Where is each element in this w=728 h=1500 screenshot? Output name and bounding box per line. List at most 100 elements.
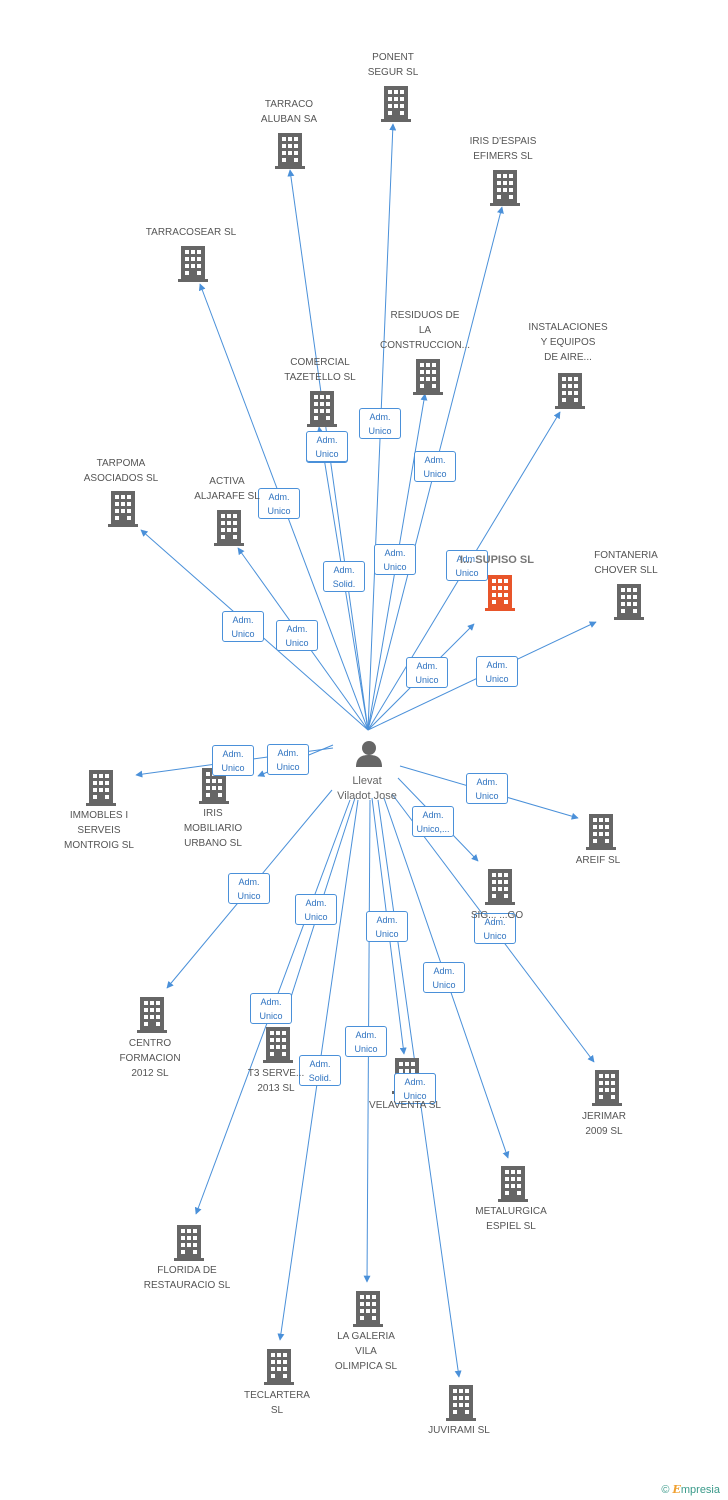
company-label-activa[interactable]: ACTIVA ALJARAFE SL [162, 474, 292, 504]
edge-label-metalurgica[interactable]: Adm.Unico [423, 962, 465, 993]
company-name-line: IRIS [203, 808, 223, 819]
company-name-line: 2013 SL [257, 1083, 295, 1094]
company-label-sigo[interactable]: SIG... ...GO [432, 908, 562, 923]
building-icon-metalurgica[interactable] [498, 1166, 528, 1202]
building-icon-tarracosear[interactable] [178, 246, 208, 282]
edge-label-sigo[interactable]: Adm.Unico,... [412, 806, 454, 837]
company-name-line: ALJARAFE SL [194, 491, 260, 502]
edge-label-text: Adm. [286, 624, 308, 634]
edge-label-immobles[interactable]: Adm.Unico [212, 745, 254, 776]
building-icon-lagaleria[interactable] [353, 1291, 383, 1327]
edge-label-centro[interactable]: Adm.Unico [228, 873, 270, 904]
company-label-fontaneria[interactable]: FONTANERIA CHOVER SLL [561, 548, 691, 578]
building-icon-immobles[interactable] [86, 770, 116, 806]
edge-label-text: Adm. [305, 898, 327, 908]
company-name-line: FONTANERIA [594, 550, 658, 561]
building-icon-supiso[interactable] [485, 575, 515, 611]
edge-label-activa[interactable]: Adm.Unico [276, 620, 318, 651]
edge-label-text: Adm. [404, 1077, 426, 1087]
company-label-tarracosear[interactable]: TARRACOSEAR SL [126, 225, 256, 240]
building-icon-tarraco-aluban[interactable] [275, 133, 305, 169]
center-person-name-line-1: Llevat [352, 775, 382, 787]
building-icon-florida[interactable] [174, 1225, 204, 1261]
building-icon-tarpoma[interactable] [108, 491, 138, 527]
building-icon-jerimar[interactable] [592, 1070, 622, 1106]
edge-label-text: Unico [231, 629, 255, 639]
building-icon-areif[interactable] [586, 814, 616, 850]
building-icon-teclartera[interactable] [264, 1349, 294, 1385]
edge-label-t3[interactable]: Adm.Unico [250, 993, 292, 1024]
company-label-juvirami[interactable]: JUVIRAMI SL [394, 1423, 524, 1438]
edge-label-text: Adm. [222, 749, 244, 759]
building-icon-centro[interactable] [137, 997, 167, 1033]
company-name-line: OLIMPICA SL [334, 1361, 398, 1372]
edge-label-text: Unico [483, 931, 507, 941]
edge-label-fontaneria[interactable]: Adm. Unico [476, 656, 518, 687]
person-icon[interactable] [356, 741, 382, 767]
building-icon-iris-espais[interactable] [490, 170, 520, 206]
edge-label-tarpoma[interactable]: Adm.Unico [222, 611, 264, 642]
edge-label-text: Unico [485, 674, 509, 684]
edge-label-florida[interactable]: Adm.Unico [295, 894, 337, 925]
building-icon-fontaneria[interactable] [614, 584, 644, 620]
company-label-areif[interactable]: AREIF SL [533, 853, 663, 868]
building-icon-juvirami[interactable] [446, 1385, 476, 1421]
edge-label-tarracosear[interactable]: Adm.Unico [258, 488, 300, 519]
edge-label-text: Adm. [384, 548, 406, 558]
company-name-line: VELAVENTA SL [369, 1100, 441, 1111]
building-icon-residuos[interactable] [413, 359, 443, 395]
edge-label-velaventa[interactable]: Adm.Unico [394, 1073, 436, 1104]
edge-label-iris-espais[interactable]: Adm.Unico [414, 451, 456, 482]
copyright-symbol: © [661, 1484, 670, 1496]
building-icon-ponent[interactable] [381, 86, 411, 122]
edge-label-areif[interactable]: Adm.Unico [466, 773, 508, 804]
edge-label-supiso[interactable]: Adm.Unico [406, 657, 448, 688]
company-name-line: METALURGICA [475, 1206, 547, 1217]
edge-label-teclartera[interactable]: Adm.Solid. [299, 1055, 341, 1086]
edge-label-residuos[interactable]: Adm.Unico [374, 544, 416, 575]
edge-label-velaventa[interactable]: Adm.Unico [366, 911, 408, 942]
building-icon-comercial[interactable] [307, 391, 337, 427]
company-name-line: CONSTRUCCION... [380, 340, 470, 351]
edge-label-text: Adm. [456, 554, 478, 564]
edge-label-iris-mobiliario[interactable]: Adm.Unico [267, 744, 309, 775]
edge-label-ponent[interactable]: Adm.Unico [359, 408, 401, 439]
company-name-line: EFIMERS SL [473, 151, 533, 162]
edge-label-comercial[interactable]: Adm.Unico [306, 431, 348, 462]
company-label-velaventa[interactable]: VELAVENTA SL [340, 1098, 470, 1113]
company-name-line: LA GALERIA [337, 1331, 395, 1342]
edge-label-text: Adm. [484, 917, 506, 927]
company-label-t3[interactable]: T3 SERVE...2013 SL [211, 1066, 341, 1096]
building-icon-activa[interactable] [214, 510, 244, 546]
edge-label-instalaciones[interactable]: Adm.Unico [446, 550, 488, 581]
building-icon-t3[interactable] [263, 1027, 293, 1063]
center-person-label[interactable]: Llevat Viladot Jose [317, 774, 417, 804]
edge-label-text: Adm. [486, 660, 508, 670]
company-name-line: I... SUPISO SL [460, 554, 534, 566]
edge-label-comercial[interactable]: Adm.Solid. [323, 561, 365, 592]
brand-initial: E [672, 1483, 681, 1496]
building-icon-sigo[interactable] [485, 869, 515, 905]
company-name-line: ALUBAN SA [260, 114, 318, 125]
company-label-supiso[interactable]: I... SUPISO SL [432, 553, 562, 568]
edge-label-lagaleria[interactable]: Adm.Unico [345, 1026, 387, 1057]
company-name-line: CHOVER SLL [594, 565, 658, 576]
company-name-line: ACTIVA [209, 476, 245, 487]
edge-label-jerimar[interactable]: Adm. Unico [474, 913, 516, 944]
building-icon-instalaciones[interactable] [555, 373, 585, 409]
